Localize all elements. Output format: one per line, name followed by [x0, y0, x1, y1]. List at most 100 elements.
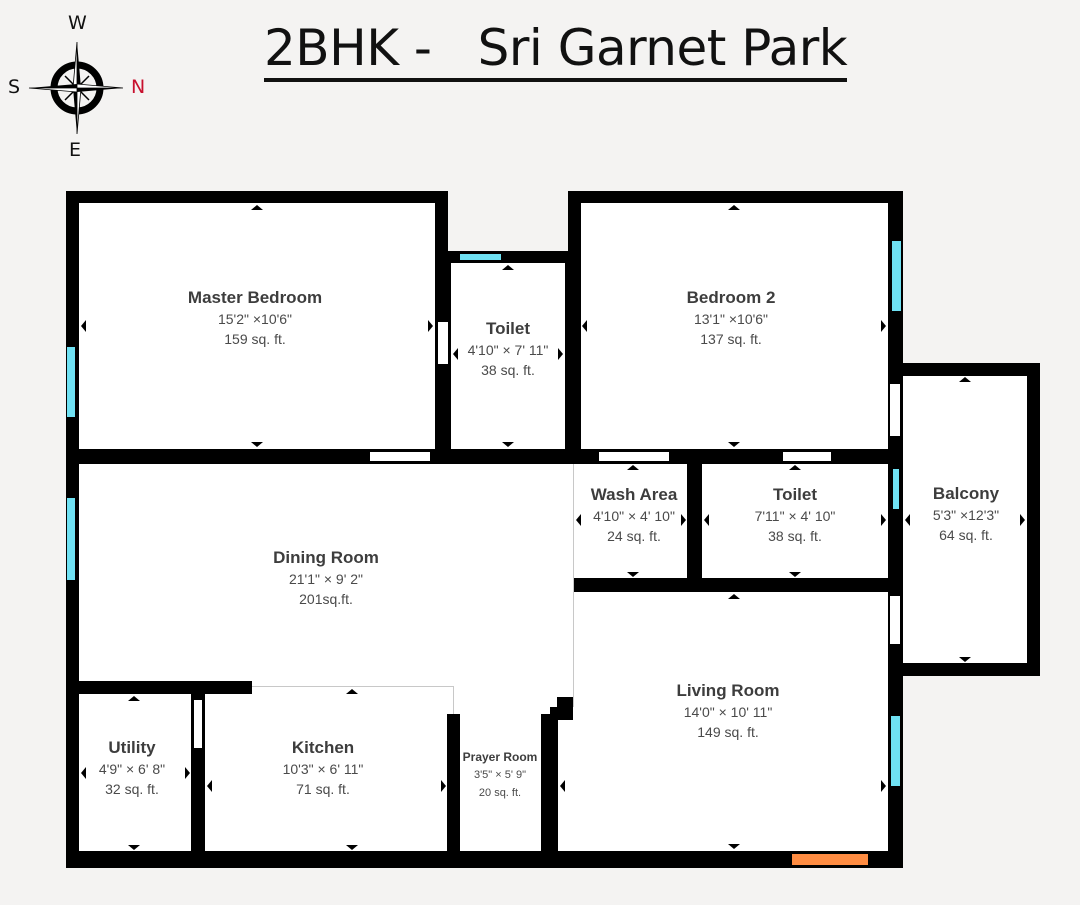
- room-name: Toilet: [485, 319, 531, 338]
- room-dimensions: 21'1" × 9' 2": [288, 571, 364, 587]
- window: [67, 347, 75, 417]
- label-balcony: Balcony 5'3" ×12'3" 64 sq. ft.: [933, 483, 999, 545]
- arrow-up-icon: [728, 205, 740, 210]
- room-area: 159 sq. ft.: [224, 331, 286, 347]
- label-utility: Utility 4'9" × 6' 8" 32 sq. ft.: [99, 737, 165, 799]
- room-living-upper: [573, 592, 888, 707]
- open-boundary: [573, 464, 574, 707]
- label-kitchen: Kitchen 10'3" × 6' 11" 71 sq. ft.: [283, 737, 364, 799]
- arrow-left-icon: [207, 780, 212, 792]
- open-boundary: [252, 686, 454, 687]
- door[interactable]: [890, 384, 900, 436]
- room-dimensions: 15'2" ×10'6": [217, 311, 293, 327]
- arrow-right-icon: [185, 767, 190, 779]
- arrow-up-icon: [128, 696, 140, 701]
- arrow-right-icon: [681, 514, 686, 526]
- arrow-up-icon: [728, 594, 740, 599]
- label-living-room: Living Room 14'0" × 10' 11" 149 sq. ft.: [677, 680, 780, 742]
- arrow-down-icon: [502, 442, 514, 447]
- room-dimensions: 10'3" × 6' 11": [282, 761, 364, 777]
- compass-north-label: N: [131, 76, 146, 98]
- window: [893, 469, 899, 509]
- arrow-up-icon: [959, 377, 971, 382]
- arrow-up-icon: [627, 465, 639, 470]
- room-name: Dining Room: [273, 548, 379, 567]
- room-gap: [447, 697, 557, 714]
- room-area: 38 sq. ft.: [768, 528, 822, 544]
- room-name: Balcony: [932, 484, 1000, 503]
- arrow-right-icon: [881, 320, 886, 332]
- room-dimensions: 4'10" × 4' 10": [593, 508, 675, 524]
- arrow-down-icon: [728, 844, 740, 849]
- door[interactable]: [194, 700, 202, 748]
- compass-icon: [28, 41, 124, 135]
- arrow-right-icon: [441, 780, 446, 792]
- wall: [687, 464, 702, 578]
- room-name: Utility: [108, 738, 156, 757]
- arrow-down-icon: [959, 657, 971, 662]
- room-area: 20 sq. ft.: [478, 787, 522, 799]
- arrow-right-icon: [1020, 514, 1025, 526]
- room-name: Prayer Room: [462, 750, 538, 764]
- arrow-up-icon: [502, 265, 514, 270]
- room-kitchen: [205, 694, 447, 851]
- arrow-right-icon: [428, 320, 433, 332]
- label-toilet-1: Toilet 4'10" × 7' 11" 38 sq. ft.: [468, 318, 549, 380]
- compass-east-label: E: [69, 139, 82, 161]
- room-dimensions: 13'1" ×10'6": [693, 311, 769, 327]
- window: [891, 716, 900, 786]
- room-name: Bedroom 2: [686, 288, 776, 307]
- room-dimensions: 7'11" × 4' 10": [754, 508, 836, 524]
- door[interactable]: [599, 452, 669, 461]
- room-living: [558, 707, 888, 851]
- room-master-bedroom: [79, 203, 435, 449]
- room-dining: [79, 464, 573, 682]
- main-door[interactable]: [792, 854, 868, 865]
- room-utility: [79, 694, 191, 851]
- room-dimensions: 4'9" × 6' 8": [98, 761, 166, 777]
- room-toilet-2: [702, 464, 888, 578]
- wall: [79, 681, 252, 694]
- window: [460, 254, 501, 260]
- room-area: 149 sq. ft.: [697, 724, 759, 740]
- open-boundary: [453, 686, 454, 714]
- arrow-right-icon: [881, 514, 886, 526]
- window: [67, 498, 75, 580]
- window: [892, 241, 901, 311]
- room-area: 137 sq. ft.: [700, 331, 762, 347]
- wall: [541, 714, 558, 854]
- room-dimensions: 3'5" × 5' 9": [473, 769, 527, 781]
- room-area: 201sq.ft.: [299, 591, 353, 607]
- room-area: 32 sq. ft.: [105, 781, 159, 797]
- room-name: Master Bedroom: [187, 288, 323, 307]
- door[interactable]: [370, 452, 430, 461]
- label-prayer-room: Prayer Room 3'5" × 5' 9" 20 sq. ft.: [463, 748, 538, 802]
- room-bedroom-2: [581, 203, 888, 449]
- room-area: 71 sq. ft.: [296, 781, 350, 797]
- wall: [573, 578, 888, 592]
- arrow-up-icon: [789, 465, 801, 470]
- room-toilet-1: [451, 263, 565, 449]
- label-toilet-2: Toilet 7'11" × 4' 10" 38 sq. ft.: [755, 484, 836, 546]
- arrow-left-icon: [576, 514, 581, 526]
- room-balcony: [903, 376, 1027, 663]
- compass-west-label: W: [68, 12, 87, 34]
- arrow-down-icon: [627, 572, 639, 577]
- arrow-down-icon: [128, 845, 140, 850]
- arrow-left-icon: [582, 320, 587, 332]
- label-master-bedroom: Master Bedroom 15'2" ×10'6" 159 sq. ft.: [188, 287, 322, 349]
- arrow-left-icon: [81, 767, 86, 779]
- room-wash-area: [573, 464, 687, 578]
- door[interactable]: [890, 596, 900, 644]
- label-wash-area: Wash Area 4'10" × 4' 10" 24 sq. ft.: [591, 484, 678, 546]
- door[interactable]: [438, 322, 448, 364]
- arrow-left-icon: [560, 780, 565, 792]
- arrow-up-icon: [346, 689, 358, 694]
- arrow-left-icon: [905, 514, 910, 526]
- label-bedroom-2: Bedroom 2 13'1" ×10'6" 137 sq. ft.: [687, 287, 776, 349]
- door[interactable]: [783, 452, 831, 461]
- arrow-right-icon: [881, 780, 886, 792]
- arrow-left-icon: [704, 514, 709, 526]
- room-name: Living Room: [676, 681, 780, 700]
